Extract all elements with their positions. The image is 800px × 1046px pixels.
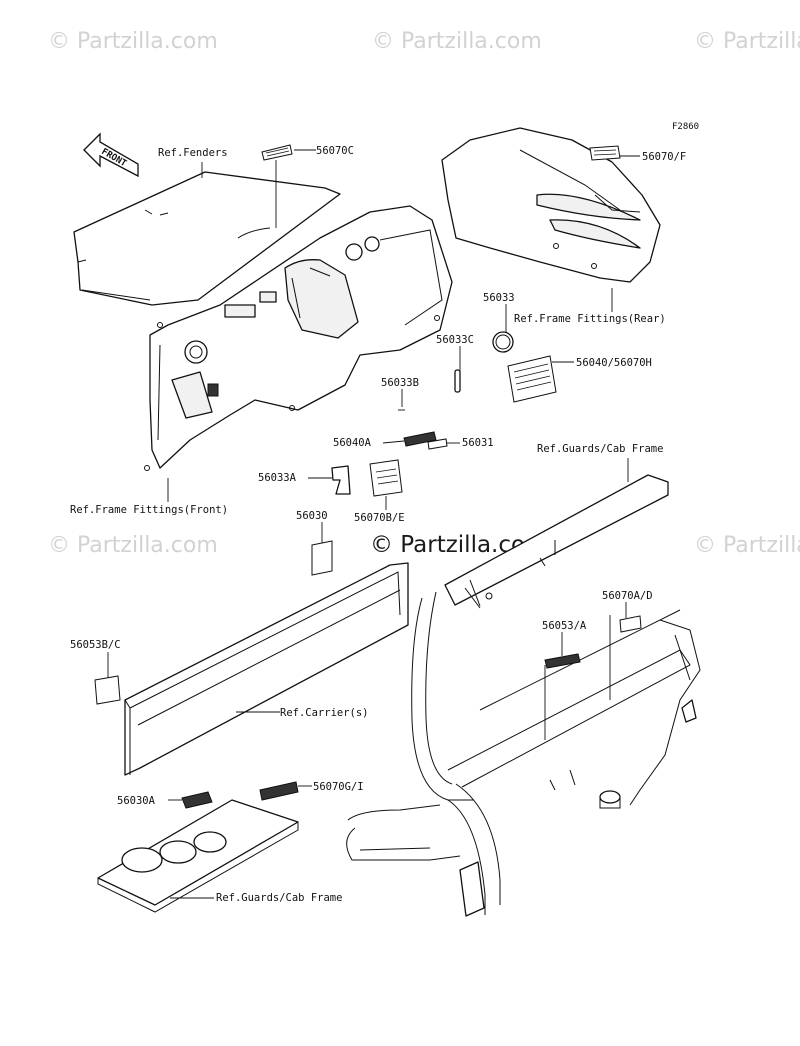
part-56030a-label: 56030A bbox=[117, 795, 156, 807]
watermark-top-left: © Partzilla.com bbox=[48, 29, 218, 54]
decal-56070gi bbox=[259, 781, 299, 801]
part-56031-label: 56031 bbox=[462, 437, 494, 449]
leader-lines bbox=[107, 149, 640, 899]
part-56030-label: 56030 bbox=[296, 510, 328, 522]
decal-56070be bbox=[369, 459, 403, 497]
decal-56070c bbox=[261, 144, 293, 161]
part-56070c-label: 56070C bbox=[316, 145, 354, 157]
figure-code: F2860 bbox=[672, 122, 699, 132]
part-56033c-label: 56033C bbox=[436, 334, 474, 346]
part-56053bc-label: 56053B/C bbox=[70, 639, 121, 651]
decal-56040a bbox=[403, 431, 437, 447]
decal-56053bc bbox=[94, 675, 121, 705]
bed-plate bbox=[97, 799, 299, 913]
ref-guards-cab-frame-top-label: Ref.Guards/Cab Frame bbox=[537, 443, 663, 455]
part-56070ad-label: 56070A/D bbox=[602, 590, 653, 602]
ref-frame-fittings-front-label: Ref.Frame Fittings(Front) bbox=[70, 504, 228, 516]
part-56070gi-label: 56070G/I bbox=[313, 781, 364, 793]
grommet-56033c bbox=[454, 369, 461, 393]
decal-56031 bbox=[427, 438, 448, 450]
decal-56040-56070h bbox=[507, 355, 557, 403]
dashboard-panel bbox=[144, 205, 453, 471]
part-56033a-label: 56033A bbox=[258, 472, 297, 484]
clamp-56033 bbox=[492, 331, 514, 353]
decal-56053a bbox=[544, 653, 581, 669]
watermark-top-right: © Partzilla.com bbox=[694, 29, 800, 54]
part-56033-label: 56033 bbox=[483, 292, 515, 304]
rear-fender-panel bbox=[441, 127, 661, 283]
front-arrow-icon: FRONT bbox=[83, 132, 139, 178]
decal-56070f bbox=[589, 145, 621, 161]
ref-frame-fittings-rear-label: Ref.Frame Fittings(Rear) bbox=[514, 313, 666, 325]
ref-fenders-label: Ref.Fenders bbox=[158, 147, 228, 159]
part-56040a-label: 56040A bbox=[333, 437, 372, 449]
ref-guards-cab-frame-bottom-label: Ref.Guards/Cab Frame bbox=[216, 892, 342, 904]
watermark-top-center: © Partzilla.com bbox=[372, 29, 542, 54]
part-56070f-label: 56070/F bbox=[642, 151, 686, 163]
ref-carrier-label: Ref.Carrier(s) bbox=[280, 707, 369, 719]
clip-56033a bbox=[331, 465, 351, 495]
part-56033b-label: 56033B bbox=[381, 377, 419, 389]
part-56070be-label: 56070B/E bbox=[354, 512, 405, 524]
decal-56030a bbox=[181, 791, 213, 809]
carrier-panel bbox=[124, 540, 409, 776]
watermark-mid-right: © Partzilla.com bbox=[694, 533, 800, 558]
part-56053a-label: 56053/A bbox=[542, 620, 587, 632]
decal-56070ad bbox=[619, 615, 642, 633]
fender-panel bbox=[73, 171, 341, 306]
cab-frame bbox=[346, 474, 701, 917]
part-56040-56070h-label: 56040/56070H bbox=[576, 357, 652, 369]
watermark-mid-left: © Partzilla.com bbox=[48, 533, 218, 558]
